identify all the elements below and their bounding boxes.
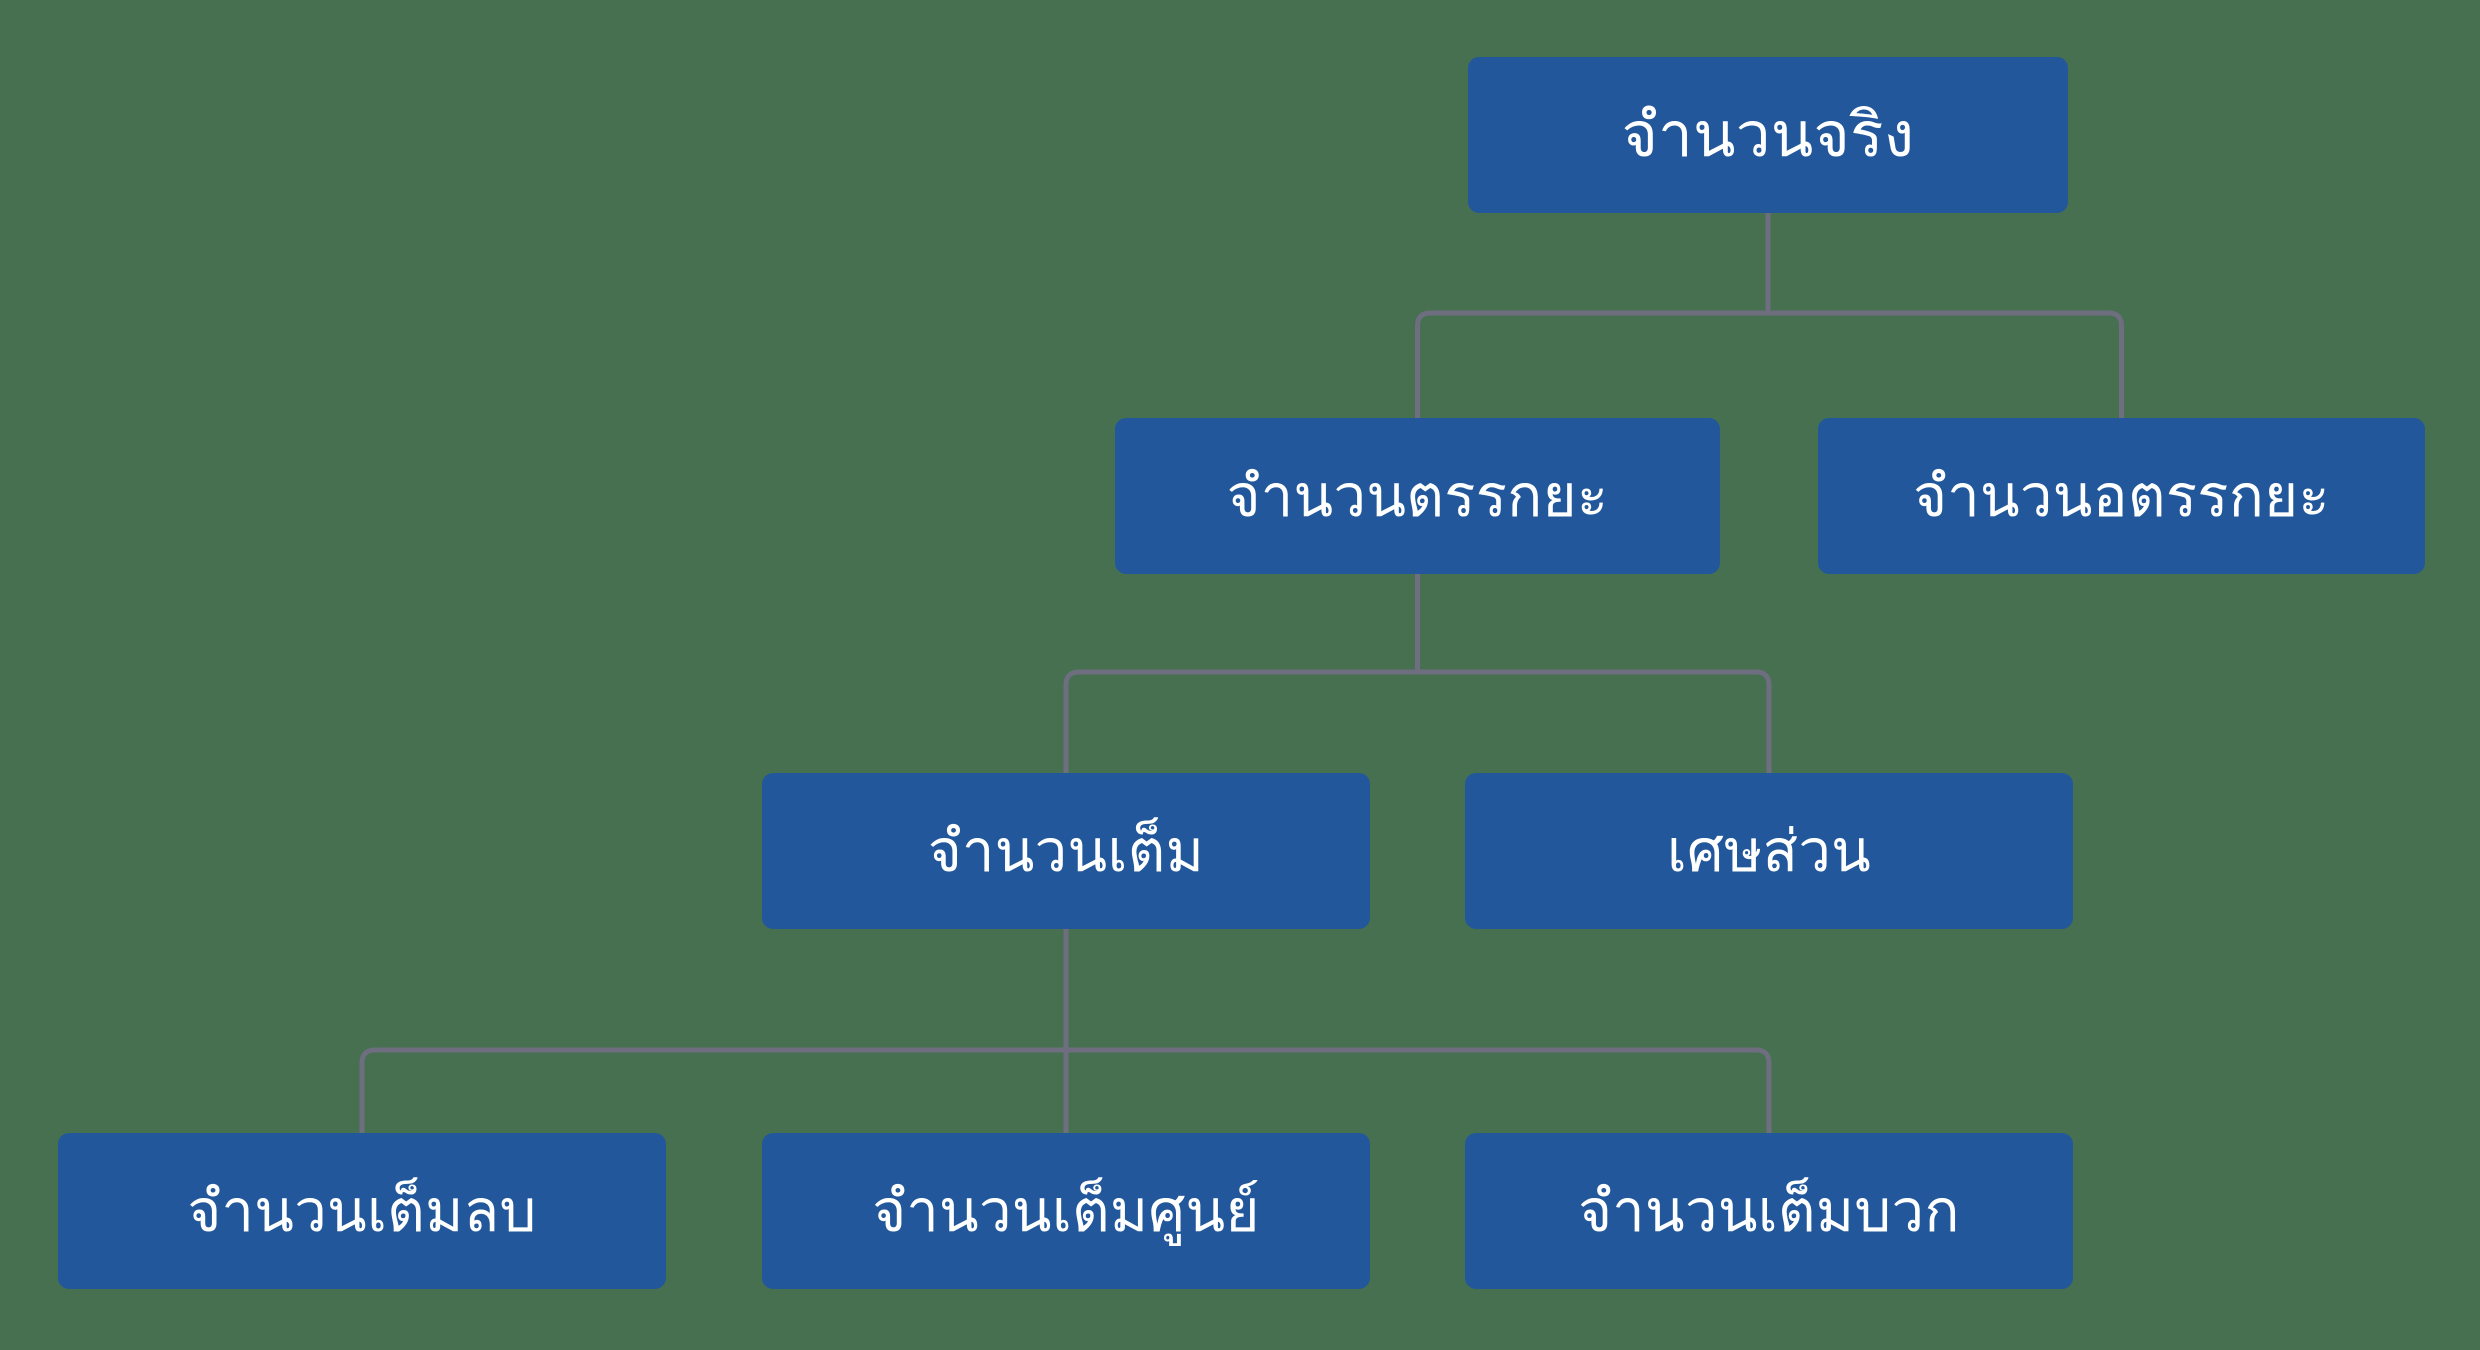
connector-rational-to-integer <box>1063 669 1420 776</box>
node-fraction[interactable]: เศษส่วน <box>1465 773 2073 929</box>
node-negative-integer[interactable]: จำนวนเต็มลบ <box>58 1133 666 1289</box>
node-real[interactable]: จำนวนจริง <box>1468 57 2068 213</box>
node-irrational[interactable]: จำนวนอตรรกยะ <box>1818 418 2425 574</box>
connector-real-to-irrational <box>1765 310 2124 421</box>
node-label-fraction: เศษส่วน <box>1666 816 1872 885</box>
connector-integer-to-negative-integer <box>359 1047 1069 1136</box>
node-label-zero-integer: จำนวนเต็มศูนย์ <box>872 1176 1260 1245</box>
node-rational[interactable]: จำนวนตรรกยะ <box>1115 418 1720 574</box>
connector-rational-to-fraction <box>1415 669 1772 776</box>
connector-integer-to-positive-integer <box>1063 1047 1772 1136</box>
node-label-positive-integer: จำนวนเต็มบวก <box>1578 1176 1960 1245</box>
node-zero-integer[interactable]: จำนวนเต็มศูนย์ <box>762 1133 1370 1289</box>
node-label-integer: จำนวนเต็ม <box>927 816 1205 885</box>
node-positive-integer[interactable]: จำนวนเต็มบวก <box>1465 1133 2073 1289</box>
node-label-negative-integer: จำนวนเต็มลบ <box>187 1176 537 1245</box>
connector-real-to-rational <box>1415 310 1771 421</box>
node-label-real: จำนวนจริง <box>1621 98 1915 172</box>
node-label-rational: จำนวนตรรกยะ <box>1226 461 1609 530</box>
node-integer[interactable]: จำนวนเต็ม <box>762 773 1370 929</box>
node-label-irrational: จำนวนอตรรกยะ <box>1913 461 2330 530</box>
